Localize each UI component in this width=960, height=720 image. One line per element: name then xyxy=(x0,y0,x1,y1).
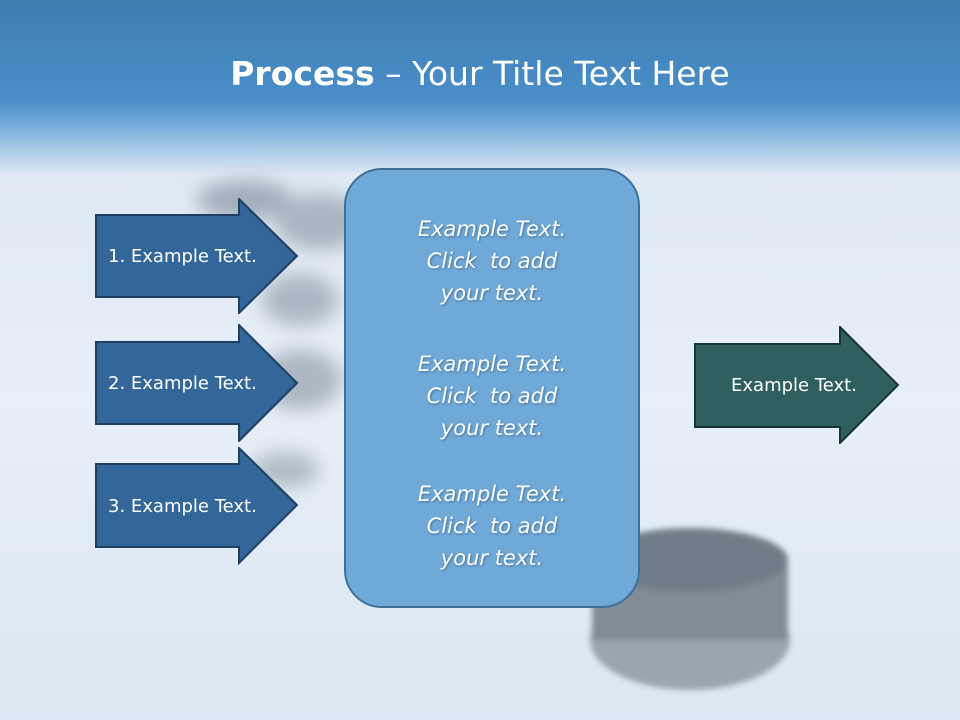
center-block-3: Example Text. Click to add your text. xyxy=(346,478,638,574)
step-label: 2. Example Text. xyxy=(108,372,257,394)
block-line-3: your text. xyxy=(440,416,544,440)
step-arrow-shape xyxy=(95,198,299,314)
step-label: 1. Example Text. xyxy=(108,245,257,267)
step-arrow-2[interactable]: 2. Example Text. xyxy=(95,324,299,442)
step-arrow-shape xyxy=(95,324,299,442)
center-text-box[interactable]: Example Text. Click to add your text. Ex… xyxy=(344,168,640,608)
result-arrow[interactable]: Example Text. xyxy=(694,326,900,444)
step-arrow-3[interactable]: 3. Example Text. xyxy=(95,447,299,565)
title-rest: – Your Title Text Here xyxy=(374,54,730,93)
step-label: 3. Example Text. xyxy=(108,495,257,517)
block-line-1: Example Text. xyxy=(417,352,567,376)
step-arrow-1[interactable]: 1. Example Text. xyxy=(95,198,299,314)
title-bold: Process xyxy=(230,54,375,93)
block-line-2: Click to add xyxy=(426,249,558,273)
block-line-1: Example Text. xyxy=(417,482,567,506)
block-line-2: Click to add xyxy=(426,384,558,408)
center-block-2: Example Text. Click to add your text. xyxy=(346,348,638,444)
block-line-3: your text. xyxy=(440,281,544,305)
step-arrow-shape xyxy=(95,447,299,565)
block-line-2: Click to add xyxy=(426,514,558,538)
page-title: Process – Your Title Text Here xyxy=(0,52,960,96)
block-line-1: Example Text. xyxy=(417,217,567,241)
block-line-3: your text. xyxy=(440,546,544,570)
result-label: Example Text. xyxy=(731,374,857,396)
result-arrow-shape xyxy=(694,326,900,444)
center-block-1: Example Text. Click to add your text. xyxy=(346,213,638,309)
